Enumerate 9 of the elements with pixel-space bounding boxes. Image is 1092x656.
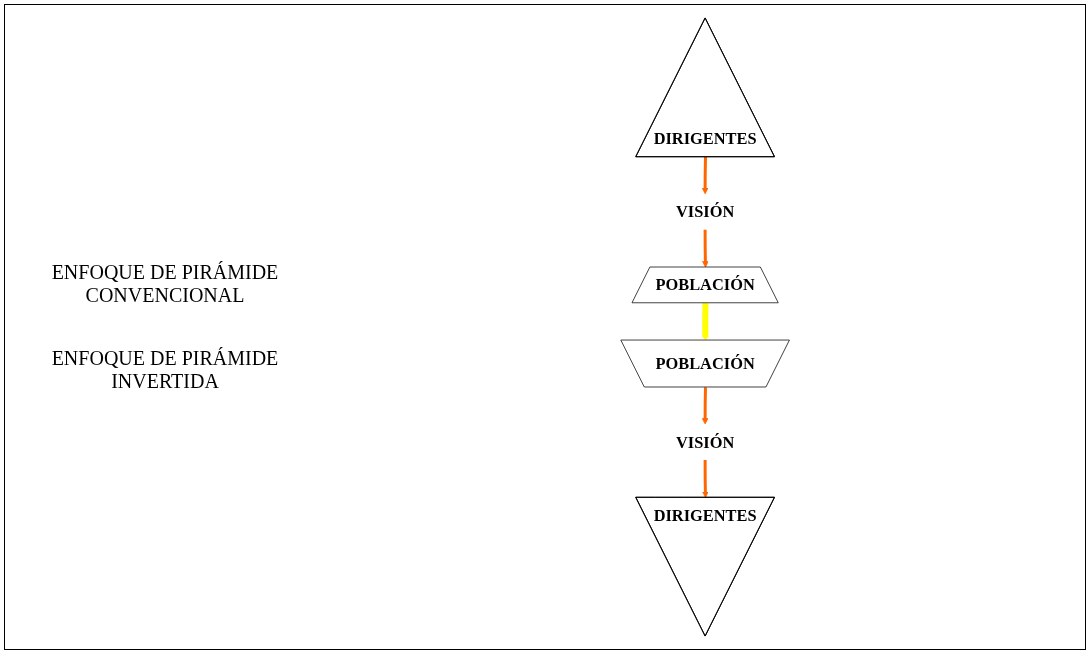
heading-text: ENFOQUE DE PIRÁMIDE INVERTIDA <box>50 347 280 393</box>
arrow <box>702 229 709 268</box>
node-text: VISIÓN <box>675 202 735 222</box>
arrow <box>701 157 709 195</box>
arrow <box>702 460 709 498</box>
arrow <box>702 303 709 341</box>
heading-text: ENFOQUE DE PIRÁMIDE CONVENCIONAL <box>50 261 280 307</box>
node-text: VISIÓN <box>675 432 735 452</box>
arrow <box>701 387 709 425</box>
